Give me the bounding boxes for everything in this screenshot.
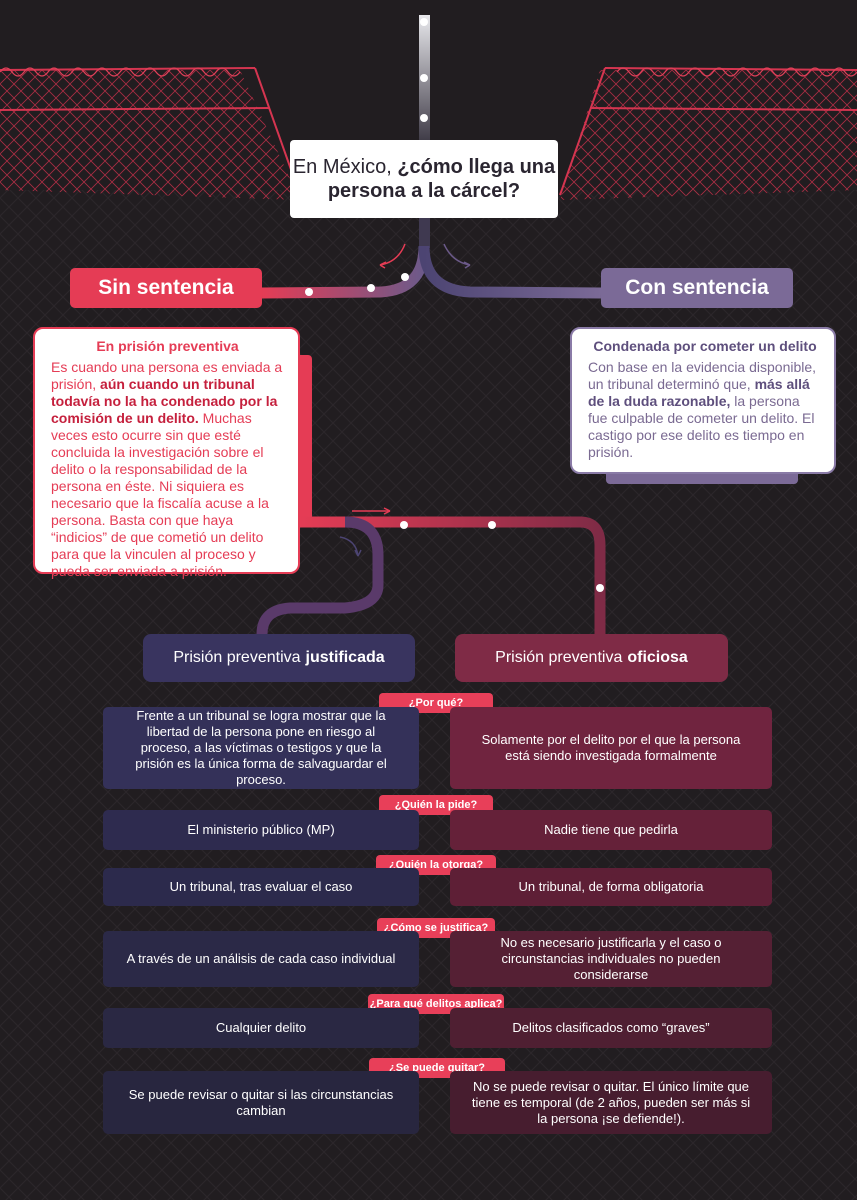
path-to-oficiosa [300,516,606,634]
right-card-text-2: la persona fue culpable de cometer un de… [588,393,815,460]
sin-sentencia-pill: Sin sentencia [70,268,262,308]
title-question: ¿cómo llega una persona a la cárcel? [327,156,556,202]
justificada-light: Prisión preventiva [173,649,301,666]
oficiosa-cell: No se puede revisar o quitar. El único l… [450,1071,772,1134]
left-card-text-1: Es cuando una persona es enviada a prisi… [51,359,283,392]
justificada-cell: Se puede revisar o quitar si las circuns… [103,1071,419,1134]
con-sentencia-pill: Con sentencia [601,268,793,308]
right-card-bold: más allá de la duda razonable, [588,376,810,409]
justificada-cell: Un tribunal, tras evaluar el caso [103,868,419,906]
sin-sentencia-label: Sin sentencia [98,276,234,299]
left-card-text-2: Muchas veces esto ocurre sin que esté co… [51,410,269,579]
right-card-text-1: Con base en la evidencia disponible, un … [588,359,817,392]
oficiosa-cell: Un tribunal, de forma obligatoria [450,868,772,906]
justificada-strong: justificada [305,649,385,666]
right-branch-path [418,245,602,299]
left-card-bold: aún cuando un tribunal todavía no la ha … [51,376,278,426]
justificada-cell: El ministerio público (MP) [103,810,419,850]
title-prefix: En México, [292,156,398,178]
justificada-cell: Frente a un tribunal se logra mostrar qu… [103,707,419,789]
condenada-card: Condenada por cometer un delito Con base… [570,327,836,474]
oficiosa-cell: Solamente por el delito por el que la pe… [450,707,772,789]
condenada-text: Con base en la evidencia disponible, un … [588,359,822,461]
condenada-heading: Condenada por cometer un delito [593,338,817,354]
oficiosa-light: Prisión preventiva [495,649,623,666]
justificada-cell: A través de un análisis de cada caso ind… [103,931,419,987]
oficiosa-cell: Delitos clasificados como “graves” [450,1008,772,1048]
oficiosa-cell: Nadie tiene que pedirla [450,810,772,850]
oficiosa-strong: oficiosa [627,649,688,666]
prision-preventiva-text: Es cuando una persona es enviada a prisi… [51,359,284,580]
path-to-justificada [256,516,384,635]
justificada-cell: Cualquier delito [103,1008,419,1048]
con-sentencia-label: Con sentencia [625,276,769,299]
title-box: En México, ¿cómo llega una persona a la … [290,140,558,218]
left-fence [0,67,301,200]
prision-preventiva-card: En prisión preventiva Es cuando una pers… [33,327,300,579]
oficiosa-cell: No es necesario justificarla y el caso o… [450,931,772,987]
right-fence [559,67,857,200]
prision-preventiva-heading: En prisión preventiva [96,338,239,354]
